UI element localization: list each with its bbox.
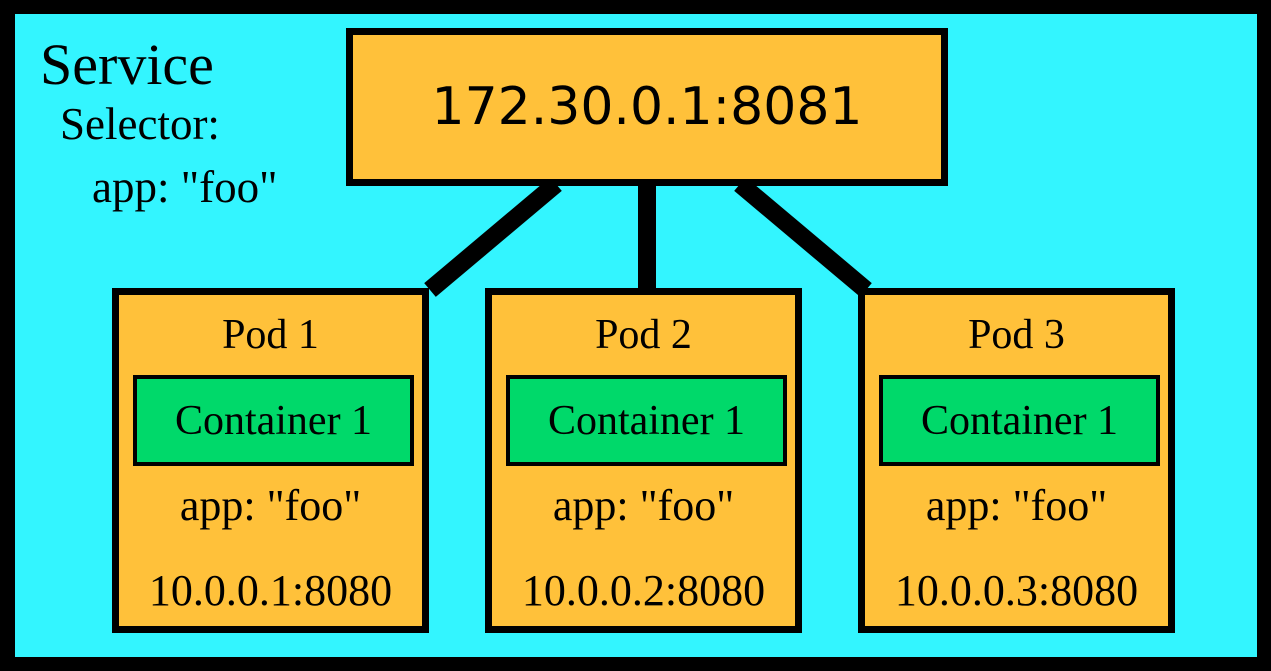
service-title: Service	[40, 32, 214, 97]
container-box[interactable]: Container 1	[879, 375, 1160, 466]
pod-selector-value: app: "foo"	[179, 481, 362, 530]
container-box[interactable]: Container 1	[506, 375, 787, 466]
pod-address: 10.0.0.2:8080	[521, 566, 766, 615]
container-label: Container 1	[174, 397, 373, 444]
connector-service-to-pod-1	[424, 177, 562, 297]
pod-box-3[interactable]: Pod 3 Container 1 app: "foo" 10.0.0.3:80…	[858, 288, 1175, 633]
service-selector-value: app: "foo"	[92, 162, 278, 212]
container-box[interactable]: Container 1	[133, 375, 414, 466]
pod-selector-value: app: "foo"	[552, 481, 735, 530]
pod-title: Pod 1	[222, 312, 319, 358]
connector-service-to-pod-3	[734, 177, 872, 297]
service-selector-label: Selector:	[60, 99, 220, 149]
pod-title: Pod 3	[968, 312, 1065, 358]
pod-address: 10.0.0.3:8080	[894, 566, 1139, 615]
service-address: 172.30.0.1:8081	[431, 77, 863, 137]
pod-title: Pod 2	[595, 312, 692, 358]
container-label: Container 1	[920, 397, 1119, 444]
pod-box-2[interactable]: Pod 2 Container 1 app: "foo" 10.0.0.2:80…	[485, 288, 802, 633]
pod-box-1[interactable]: Pod 1 Container 1 app: "foo" 10.0.0.1:80…	[112, 288, 429, 633]
pod-address: 10.0.0.1:8080	[148, 566, 393, 615]
service-box[interactable]: 172.30.0.1:8081	[346, 28, 948, 186]
pod-selector-value: app: "foo"	[925, 481, 1108, 530]
container-label: Container 1	[547, 397, 746, 444]
